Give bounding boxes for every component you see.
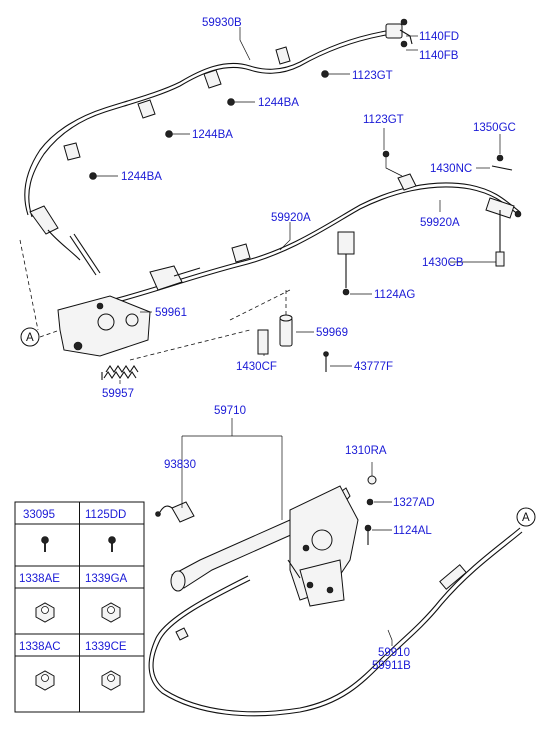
callout-1244BA-2: 1244BA	[192, 129, 233, 141]
callout-1124AL: 1124AL	[393, 525, 432, 537]
table-cell-3: 1338AE	[19, 573, 60, 585]
callout-1430NC: 1430NC	[430, 163, 472, 175]
cable-59910	[148, 515, 527, 717]
callout-43777F: 43777F	[354, 361, 393, 373]
table-cell-6: 1339CE	[85, 641, 127, 653]
callout-1430CF: 1430CF	[236, 361, 277, 373]
callout-1123GT-mid: 1123GT	[363, 114, 404, 126]
callout-59710: 59710	[214, 405, 246, 417]
table-cell-4: 1339GA	[85, 573, 128, 585]
callout-1140FD: 1140FD	[419, 31, 459, 43]
table-cell-2: 1125DD	[85, 509, 126, 521]
screw-icon	[108, 536, 116, 552]
pin-59969	[129, 289, 329, 372]
callout-59911B: 59911B	[372, 660, 411, 672]
leaders-lower	[119, 128, 501, 646]
marker-a-right: A	[516, 507, 536, 527]
screw-icon	[41, 536, 49, 552]
callout-59920A-1: 59920A	[271, 212, 311, 224]
callout-59910: 59910	[378, 647, 410, 659]
spring-59957	[101, 365, 139, 380]
nut-icon	[101, 670, 121, 691]
callout-93830: 93830	[164, 459, 196, 471]
callout-1244BA-3: 1244BA	[121, 171, 162, 183]
callout-1327AD: 1327AD	[393, 497, 435, 509]
callout-1430CB: 1430CB	[422, 257, 464, 269]
cable-59930B	[24, 18, 413, 276]
callout-1124AG: 1124AG	[374, 289, 415, 301]
callout-59957: 59957	[102, 388, 134, 400]
callout-labels: 59930B 1140FD 1140FB 1123GT 1244BA 1244B…	[102, 17, 516, 672]
callout-59930B: 59930B	[202, 17, 242, 29]
callout-59961: 59961	[155, 307, 187, 319]
cable-59920A	[109, 150, 522, 305]
nut-icon	[35, 670, 55, 691]
callout-59920A-2: 59920A	[420, 217, 460, 229]
callout-1350GC: 1350GC	[473, 122, 516, 134]
marker-a-left-label: A	[26, 332, 34, 344]
nut-icon	[101, 602, 121, 623]
callout-1310RA: 1310RA	[345, 445, 387, 457]
clip-top-right	[63, 46, 291, 161]
callout-59969: 59969	[316, 327, 348, 339]
bolts-upper	[89, 70, 329, 180]
equalizer-assembly	[19, 239, 201, 380]
callout-1140FB: 1140FB	[419, 50, 459, 62]
marker-a-right-label: A	[522, 512, 530, 524]
table-cell-1: 33095	[23, 509, 55, 521]
parts-table: 33095 1125DD 1338AE 1339GA 1338AC 1339CE	[14, 501, 145, 713]
lever-59710	[155, 418, 377, 607]
nut-icon	[35, 602, 55, 623]
callout-1123GT-top: 1123GT	[352, 70, 393, 82]
marker-a-left: A	[20, 327, 40, 347]
table-cell-5: 1338AC	[19, 641, 61, 653]
leaders-upper	[96, 27, 418, 177]
callout-1244BA-1: 1244BA	[258, 97, 299, 109]
